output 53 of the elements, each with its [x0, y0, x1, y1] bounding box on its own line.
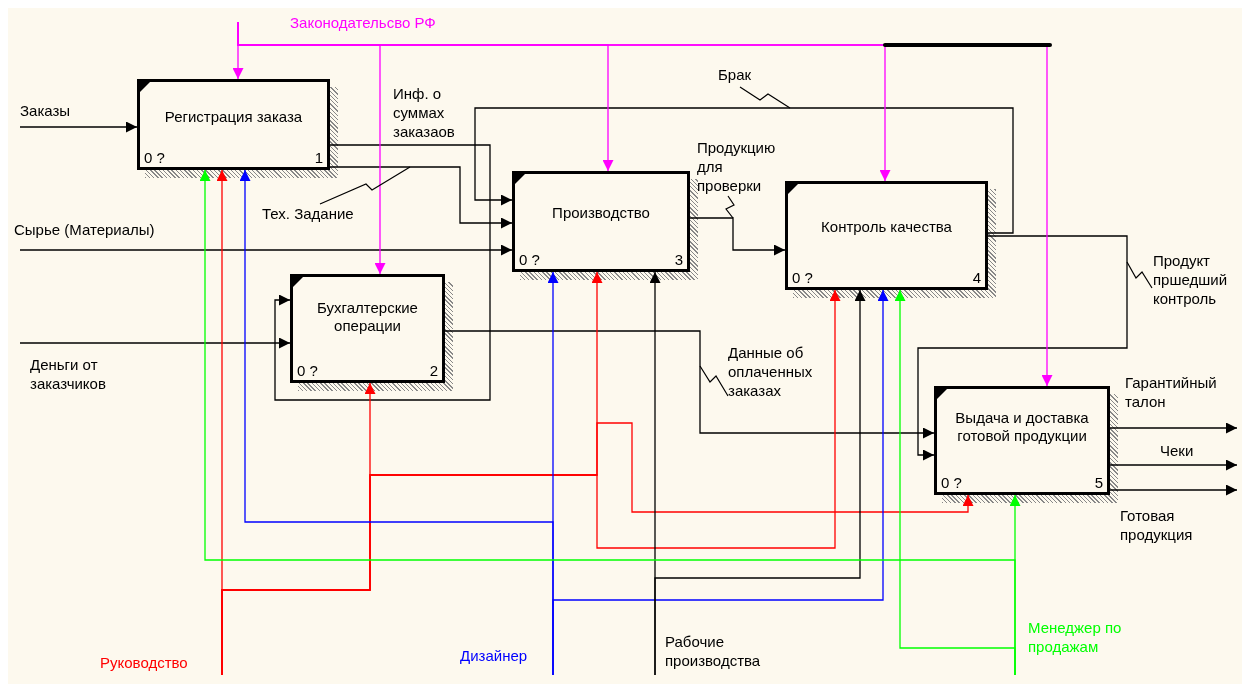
cost-label: 0 ?: [297, 362, 318, 379]
edge-label: Продукцию для проверки: [697, 138, 777, 195]
edge-label: Тех. Задание: [262, 204, 355, 223]
arrow: [654, 289, 866, 676]
arrow: [474, 107, 1014, 234]
arrow: [19, 337, 291, 349]
arrow: [917, 235, 1128, 461]
arrow: [274, 144, 491, 401]
arrow: [689, 217, 786, 256]
activity-title: Бухгалтерские операции: [316, 299, 419, 335]
edge-label: Деньги от заказчиков: [30, 355, 107, 393]
arrow: [19, 244, 513, 256]
arrow: [221, 422, 974, 676]
activity-title: Выдача и доставка готовой продукции: [954, 409, 1090, 445]
cost-label: 0 ?: [144, 149, 165, 166]
edge-label: Руководство: [100, 653, 189, 672]
edge-label: Дизайнер: [460, 646, 529, 665]
arrow: [444, 330, 935, 439]
edge-label: Менеджер по продажам: [1028, 618, 1123, 656]
activity-box: [137, 79, 330, 170]
arrow: [19, 121, 138, 133]
edge-label: Рабочие производства: [665, 632, 762, 670]
arrow: [1009, 494, 1021, 676]
cost-label: 0 ?: [941, 474, 962, 491]
activity-box: [512, 171, 690, 272]
arrow: [329, 166, 513, 229]
edge-label: Готовая продукция: [1120, 506, 1194, 544]
edge-label: Чеки: [1160, 441, 1195, 460]
activity-title: Контроль качества: [820, 218, 953, 236]
activity-number: 4: [972, 269, 981, 286]
arrow: [1109, 484, 1238, 496]
arrow: [552, 289, 889, 676]
edge-label: Заказы: [20, 101, 72, 120]
edge-label: Данные об оплаченных заказах: [728, 343, 814, 400]
arrow: [1109, 459, 1238, 471]
activity-number: 3: [674, 251, 683, 268]
edge-label: Продукт пршедший контроль: [1153, 251, 1229, 308]
activity-title: Регистрация заказа: [163, 108, 304, 126]
activity-number: 5: [1094, 474, 1103, 491]
edge-label: Сырье (Материалы): [14, 220, 156, 239]
activity-box: [785, 181, 988, 290]
activity-box: [934, 386, 1110, 495]
arrow: [1109, 422, 1238, 434]
cost-label: 0 ?: [792, 269, 813, 286]
cost-label: 0 ?: [519, 251, 540, 268]
edge-label: Гарантийный талон: [1125, 373, 1218, 411]
edge-label: Законодательсво РФ: [290, 13, 437, 32]
activity-number: 1: [314, 149, 323, 166]
edge-label: Инф. о суммах заказаов: [393, 84, 456, 141]
activity-title: Производство: [551, 204, 651, 222]
activity-number: 2: [429, 362, 438, 379]
edge-label: Брак: [718, 65, 753, 84]
activity-box: [290, 274, 445, 383]
